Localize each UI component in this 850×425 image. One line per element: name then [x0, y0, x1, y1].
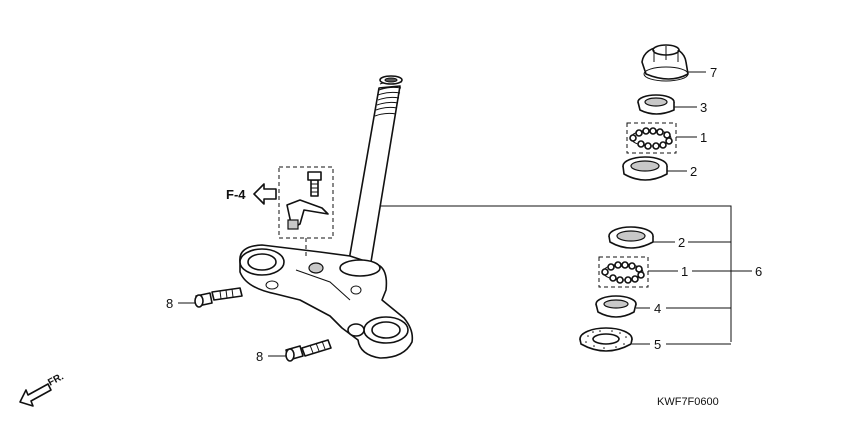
callout-2-lower: 2 [678, 235, 685, 250]
forward-arrow-icon [19, 383, 52, 407]
callout-6: 6 [755, 264, 762, 279]
callout-7: 7 [710, 65, 717, 80]
steering-stem [347, 75, 403, 269]
callout-8-lower: 8 [256, 349, 263, 364]
stem-threads [374, 80, 403, 117]
callout-3: 3 [700, 100, 707, 115]
part-1-bearing-lower [598, 256, 649, 288]
forward-label: FR. [46, 371, 66, 388]
callout-8-upper: 8 [166, 296, 173, 311]
callout-5: 5 [654, 337, 661, 352]
part-2-race-upper [622, 156, 668, 181]
part-3-race [637, 94, 675, 115]
seal-texture [585, 330, 627, 349]
bolt-upper [194, 287, 243, 308]
left-arrow-icon [253, 183, 277, 205]
part-2-race-lower [608, 226, 654, 249]
see-figure-reference: F-4 [226, 183, 277, 205]
leader-lines [178, 71, 752, 357]
forward-direction: FR. [19, 371, 66, 407]
part-1-bearing-upper [626, 122, 677, 154]
bracket-group [278, 166, 334, 256]
callout-2-upper: 2 [690, 164, 697, 179]
part-5-dust-seal [579, 327, 633, 352]
bottom-bridge [239, 244, 414, 359]
callout-4: 4 [654, 301, 661, 316]
part-4-inner-race [595, 295, 637, 318]
callout-1-lower: 1 [681, 264, 688, 279]
part-7-nut [641, 44, 689, 82]
callout-1-upper: 1 [700, 130, 707, 145]
reference-code: KWF7F0600 [657, 396, 719, 408]
see-figure-label: F-4 [226, 187, 246, 202]
bolt-lower [285, 339, 332, 362]
